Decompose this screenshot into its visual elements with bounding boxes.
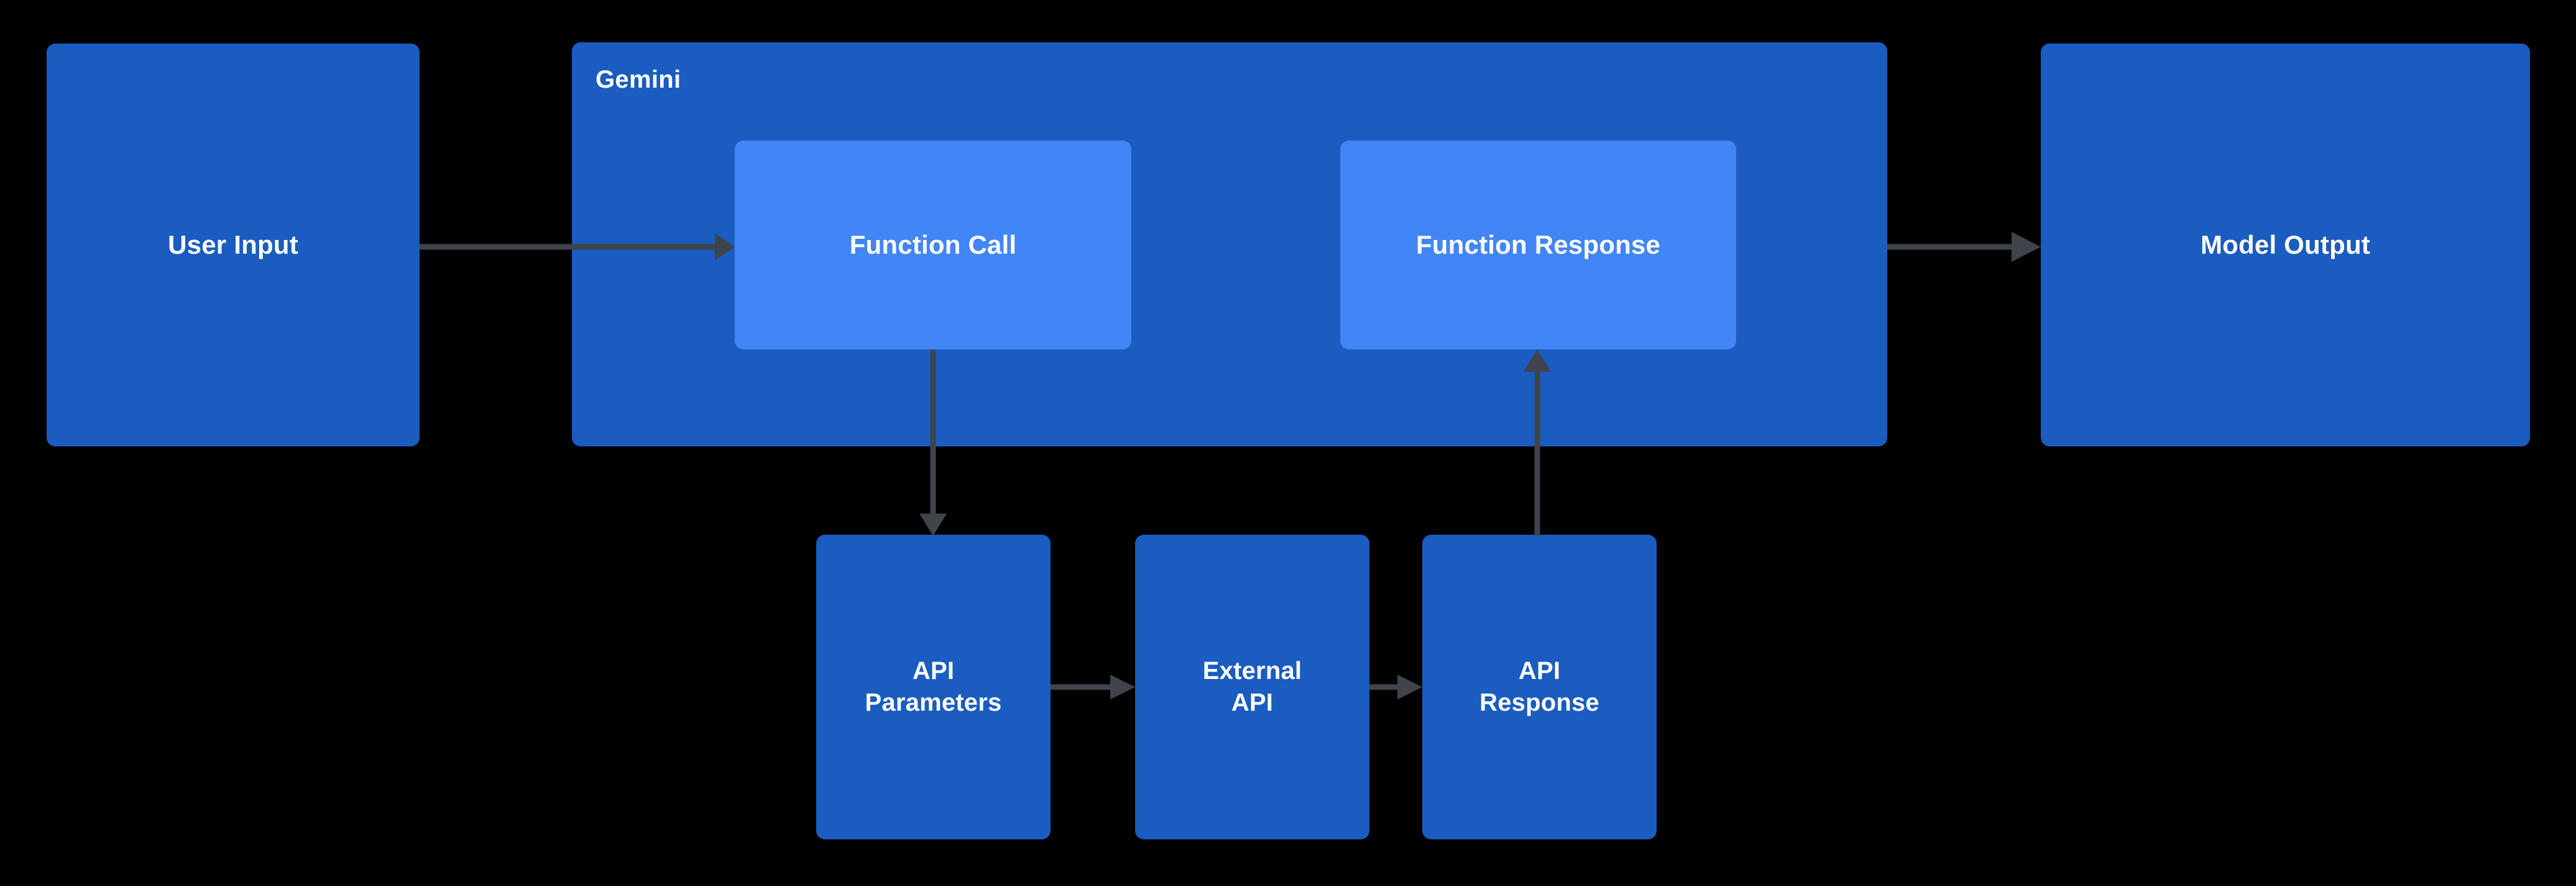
node-external-api[interactable]: External API [1135,535,1369,839]
node-api-response-label: API Response [1471,655,1608,719]
node-external-api-label: External API [1194,655,1310,719]
node-api-response[interactable]: API Response [1422,535,1657,839]
node-function-response-label: Function Response [1415,230,1661,260]
edge-external-api-to-api-response [1369,675,1422,699]
node-api-parameters-line1: API [912,657,955,685]
node-api-parameters-line2: Parameters [865,689,1002,716]
node-model-output[interactable]: Model Output [2041,44,2530,446]
node-api-parameters-label: API Parameters [857,655,1011,719]
node-user-input[interactable]: User Input [47,44,420,446]
node-external-api-line1: External [1202,657,1302,685]
node-function-call[interactable]: Function Call [735,141,1131,349]
node-model-output-label: Model Output [2200,230,2370,260]
node-api-response-line2: Response [1479,689,1599,716]
node-function-call-label: Function Call [849,230,1017,260]
node-api-parameters[interactable]: API Parameters [816,535,1051,839]
gemini-container-label: Gemini [596,66,681,93]
node-api-response-line1: API [1518,657,1561,685]
node-function-response[interactable]: Function Response [1340,141,1736,349]
node-user-input-label: User Input [168,230,298,260]
node-external-api-line2: API [1231,689,1274,716]
edge-gemini-to-model-output [1887,232,2041,262]
edge-api-parameters-to-external-api [1051,675,1135,699]
